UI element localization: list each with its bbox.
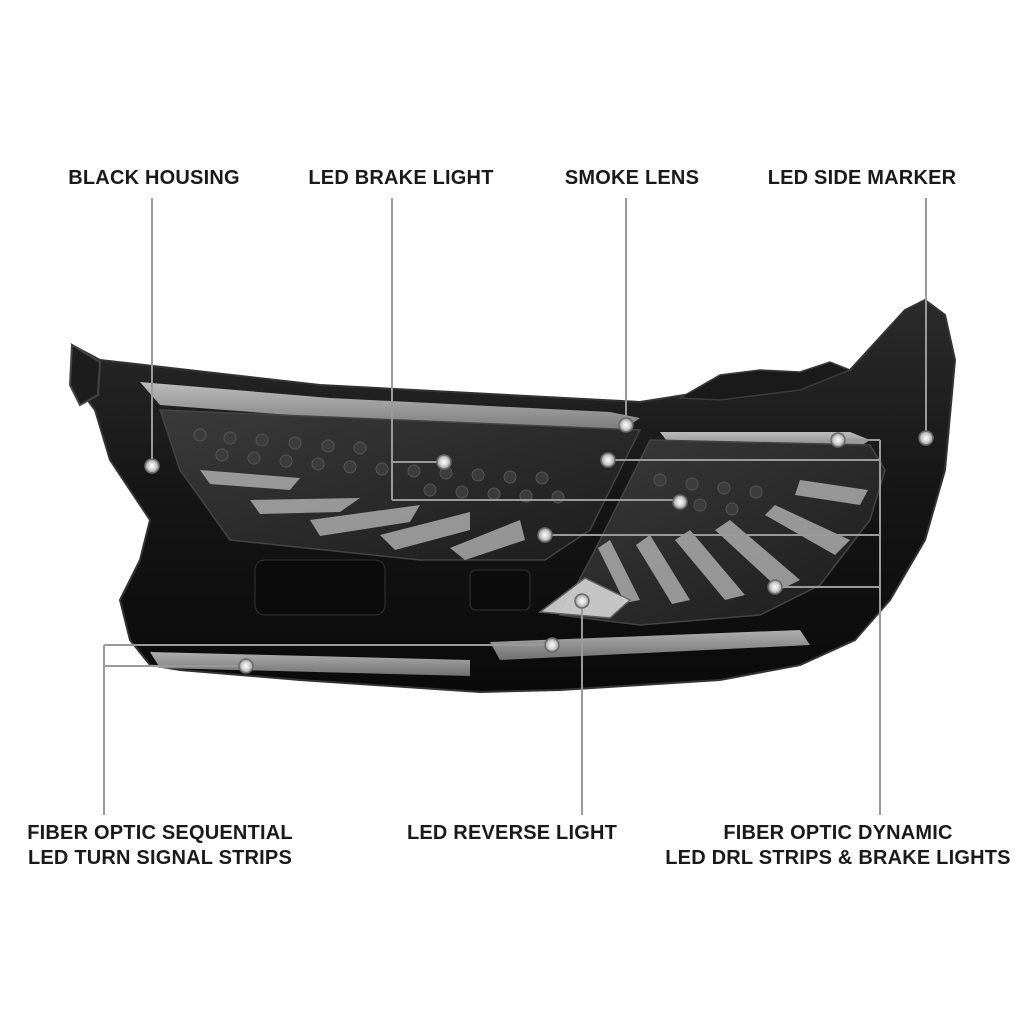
- dot-smoke-lens: [618, 417, 634, 433]
- socket-recess-left: [254, 559, 386, 616]
- dot-drl-3: [537, 527, 553, 543]
- dot-drl-1: [830, 432, 846, 448]
- dot-drl-4: [767, 579, 783, 595]
- dot-turn-1: [544, 637, 560, 653]
- label-smoke-lens: SMOKE LENS: [565, 167, 699, 189]
- dot-drl-2: [600, 452, 616, 468]
- dot-led-brake-2: [672, 494, 688, 510]
- label-fiber-turn-line2: LED TURN SIGNAL STRIPS: [28, 847, 292, 869]
- tail-light-assembly: [68, 298, 957, 694]
- leader-lines: [103, 198, 927, 815]
- dot-reverse-light: [574, 593, 590, 609]
- right-fan-strips: [598, 480, 868, 604]
- dot-turn-2: [238, 658, 254, 674]
- lower-turn-strip-left: [150, 652, 470, 676]
- lower-turn-strip-right: [490, 630, 810, 660]
- mounting-bracket: [68, 343, 102, 407]
- label-led-reverse-light: LED REVERSE LIGHT: [407, 822, 617, 844]
- left-fan-strips: [200, 470, 525, 560]
- dot-led-brake-1: [436, 454, 452, 470]
- label-led-side-marker: LED SIDE MARKER: [768, 167, 957, 189]
- label-fiber-drl-line1: FIBER OPTIC DYNAMIC: [723, 822, 952, 844]
- upper-fiber-strip: [140, 382, 640, 432]
- label-black-housing: BLACK HOUSING: [68, 167, 240, 189]
- dot-black-housing: [144, 458, 160, 474]
- label-fiber-turn-line1: FIBER OPTIC SEQUENTIAL: [27, 822, 293, 844]
- socket-recess-right: [469, 569, 531, 611]
- callout-dots: [144, 417, 934, 674]
- rear-connector: [677, 361, 853, 401]
- label-fiber-drl-line2: LED DRL STRIPS & BRAKE LIGHTS: [665, 847, 1010, 869]
- led-brake-dots: [193, 428, 763, 516]
- label-led-brake-light: LED BRAKE LIGHT: [308, 167, 493, 189]
- dot-led-side-marker: [918, 430, 934, 446]
